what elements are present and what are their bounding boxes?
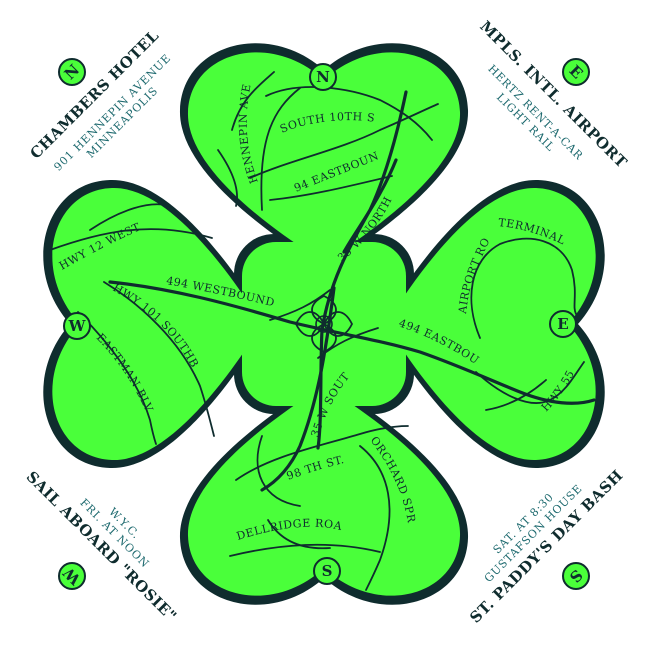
road-south-curve — [256, 435, 301, 507]
road-98th — [235, 425, 409, 481]
road-35w-north — [316, 90, 408, 450]
road-dellridge — [229, 543, 381, 557]
clover-shape — [43, 43, 605, 605]
road-south10th — [265, 86, 433, 141]
corner-sw-title: SAIL ABOARD "ROSIE" — [23, 468, 181, 626]
road-hwy55b — [485, 379, 547, 411]
road-hennepin-2 — [217, 149, 238, 207]
marker-east-label: E — [557, 315, 568, 333]
road-hennepin — [231, 71, 275, 131]
center-interchange — [269, 289, 379, 359]
corner-se: S ST. PADDY'S DAY BASH SAT. AT 8:30 GUST… — [466, 466, 626, 626]
road-orchard — [359, 445, 391, 591]
leaf-north — [187, 52, 461, 262]
leaf-east — [386, 187, 596, 461]
marker-north-label: N — [316, 68, 330, 86]
marker-west[interactable]: W — [63, 312, 91, 340]
marker-north[interactable]: N — [309, 63, 337, 91]
corner-ne: E MPLS. INTL. AIRPORT HERTZ RENT-A-CAR L… — [476, 17, 631, 172]
road-hennepin-main — [260, 87, 301, 211]
road-94 — [249, 103, 439, 179]
road-airport — [470, 237, 577, 339]
road-hwy12 — [49, 228, 213, 251]
marker-east[interactable]: E — [549, 310, 577, 338]
marker-west-label: W — [68, 317, 87, 335]
road-eastman — [77, 311, 157, 445]
marker-south-label: S — [322, 562, 333, 580]
marker-south[interactable]: S — [313, 557, 341, 585]
map-markers: N E S W — [63, 63, 577, 585]
road-494-west — [108, 280, 596, 405]
corner-nw: N CHAMBERS HOTEL 901 HENNEPIN AVENUE MIN… — [26, 26, 173, 173]
road-hwy55 — [475, 361, 585, 404]
road-hwy12b — [89, 203, 171, 231]
corner-sw: W SAIL ABOARD "ROSIE" W.Y.C. FRI. AT NOO… — [23, 468, 181, 626]
road-94b — [269, 175, 393, 201]
leaf-south — [187, 386, 461, 596]
roads — [49, 71, 596, 591]
road-hwy101 — [103, 281, 215, 437]
road-dellridge-b — [267, 519, 331, 550]
road-35w-n2 — [342, 158, 398, 254]
